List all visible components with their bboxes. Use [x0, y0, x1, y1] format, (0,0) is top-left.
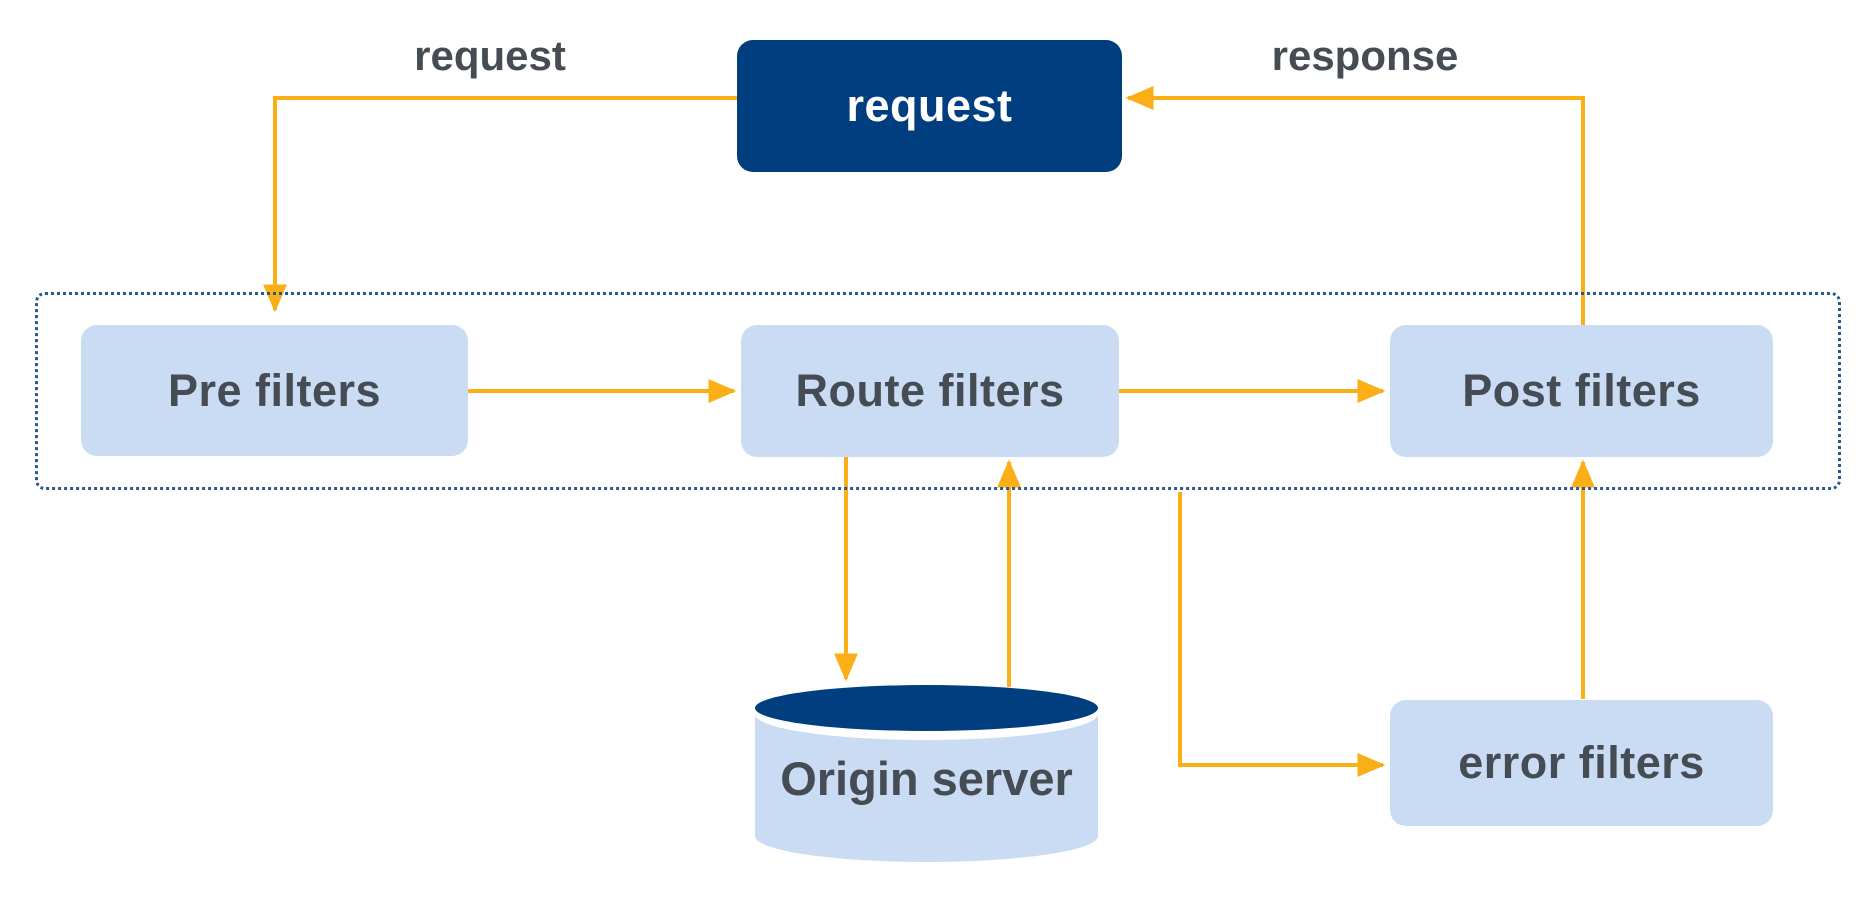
node-origin-server-label: Origin server: [780, 752, 1073, 805]
node-error-filters: error filters: [1390, 700, 1773, 826]
node-pre-filters: Pre filters: [81, 325, 468, 456]
node-route-filters: Route filters: [741, 325, 1119, 457]
edge-post-to-request-response: [1125, 86, 1585, 325]
node-request: request: [737, 40, 1122, 172]
node-error-filters-label: error filters: [1458, 737, 1705, 788]
node-pre-filters-label: Pre filters: [167, 364, 382, 416]
node-post-filters-label: Post filters: [1462, 365, 1701, 416]
filter-chain-container: [35, 292, 1841, 490]
node-post-filters: Post filters: [1390, 325, 1773, 457]
edge-label-request: request: [414, 32, 566, 79]
edge-label-response: response: [1271, 32, 1459, 79]
edge-request-to-pre-filters: [263, 96, 737, 313]
database-cylinder-icon: [755, 685, 1098, 862]
edge-chain-to-error-filters: [1178, 492, 1386, 777]
node-route-filters-label: Route filters: [795, 365, 1065, 416]
node-origin-server: Origin server: [755, 685, 1098, 862]
node-request-label: request: [846, 80, 1013, 131]
